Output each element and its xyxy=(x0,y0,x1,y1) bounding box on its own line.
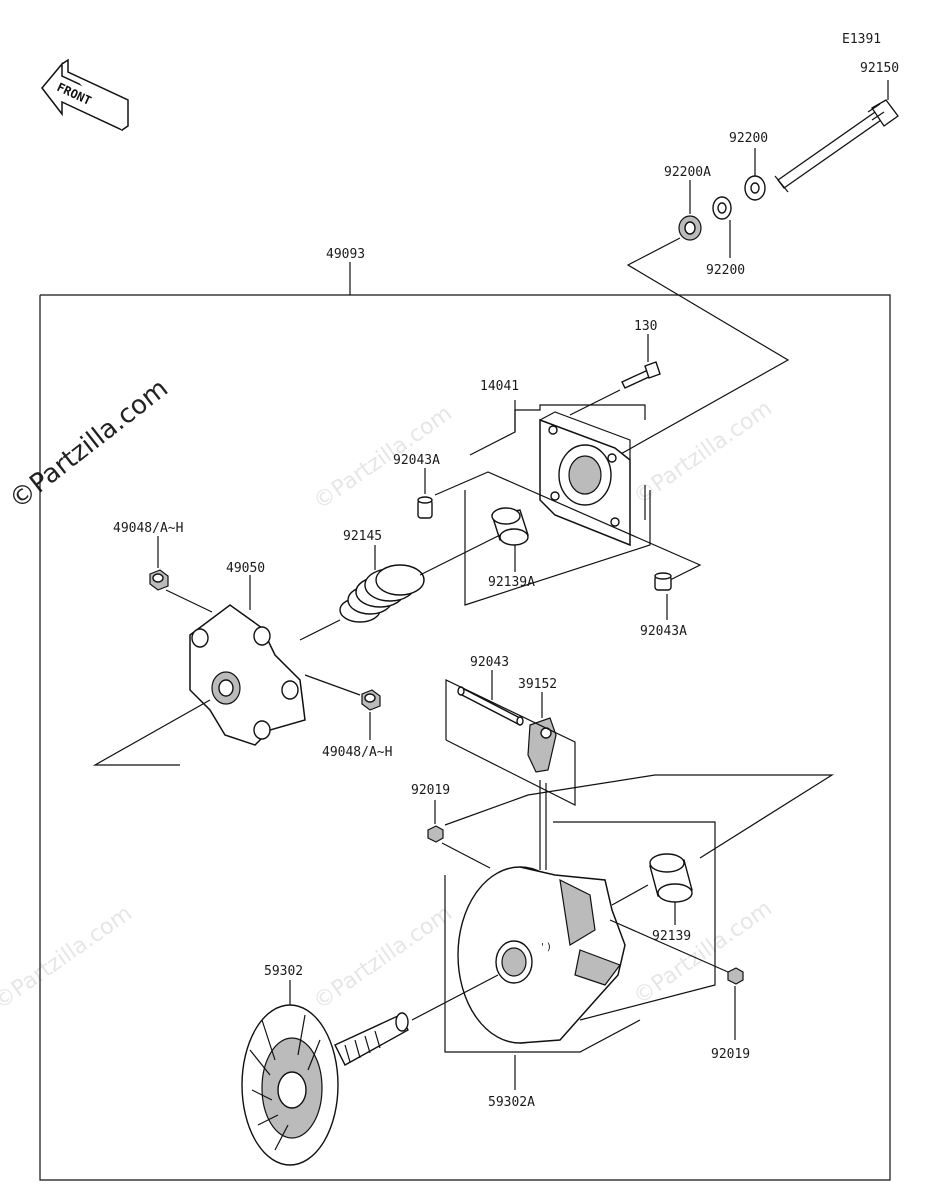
label-49048-bottom: 49048/A~H xyxy=(322,745,392,760)
label-59302a: 59302A xyxy=(488,1095,535,1110)
watermark: ©Partzilla.com xyxy=(629,896,777,1010)
label-49050: 49050 xyxy=(226,561,265,576)
nut-92019-top xyxy=(427,825,444,843)
pin-92043 xyxy=(457,686,524,726)
sheave-59302 xyxy=(241,1004,409,1166)
assembly-frame xyxy=(39,294,891,1181)
sleeve-92139a xyxy=(491,507,529,546)
spider-49050 xyxy=(189,604,306,746)
label-59302: 59302 xyxy=(264,964,303,979)
label-92043a-top: 92043A xyxy=(393,453,440,468)
bolt-130 xyxy=(621,361,661,389)
front-arrow-icon: FRONT xyxy=(41,58,129,132)
label-92043: 92043 xyxy=(470,655,509,670)
pin-92043a-top xyxy=(417,496,433,519)
nut-92019-bottom xyxy=(727,967,744,985)
label-49048-top: 49048/A~H xyxy=(113,521,183,536)
nut-49048-bottom xyxy=(361,689,381,711)
label-49093: 49093 xyxy=(326,247,365,262)
sheave-59302a: ' ) xyxy=(457,866,626,1044)
label-92139a: 92139A xyxy=(488,575,535,590)
collar-92200a xyxy=(678,215,702,241)
label-92200a: 92200A xyxy=(664,165,711,180)
spring-92145 xyxy=(339,564,425,623)
label-92043a-bottom: 92043A xyxy=(640,624,687,639)
label-130: 130 xyxy=(634,319,657,334)
partzilla-side-watermark: ©Partzilla.com xyxy=(4,373,174,515)
nut-49048-top xyxy=(149,569,169,591)
svg-text:' ): ' ) xyxy=(541,942,551,953)
label-92150: 92150 xyxy=(860,61,899,76)
washer-92200-top xyxy=(744,175,766,201)
label-92139: 92139 xyxy=(652,929,691,944)
bolt-92150 xyxy=(774,99,899,193)
label-92200-top: 92200 xyxy=(729,131,768,146)
watermark: ©Partzilla.com xyxy=(0,901,137,1015)
housing-14041 xyxy=(539,411,631,547)
watermark: ©Partzilla.com xyxy=(629,396,777,510)
label-92019-top: 92019 xyxy=(411,783,450,798)
label-39152: 39152 xyxy=(518,677,557,692)
sleeve-92139 xyxy=(649,853,693,903)
watermarks: ©Partzilla.com ©Partzilla.com ©Partzilla… xyxy=(0,396,777,1015)
label-14041: 14041 xyxy=(480,379,519,394)
label-92145: 92145 xyxy=(343,529,382,544)
diagram-code: E1391 xyxy=(842,32,881,47)
label-92019-bottom: 92019 xyxy=(711,1047,750,1062)
washer-92200-bottom xyxy=(712,196,732,220)
watermark: ©Partzilla.com xyxy=(309,901,457,1015)
label-92200-bottom: 92200 xyxy=(706,263,745,278)
weight-39152 xyxy=(527,717,557,773)
pin-92043a-bottom xyxy=(654,572,672,591)
